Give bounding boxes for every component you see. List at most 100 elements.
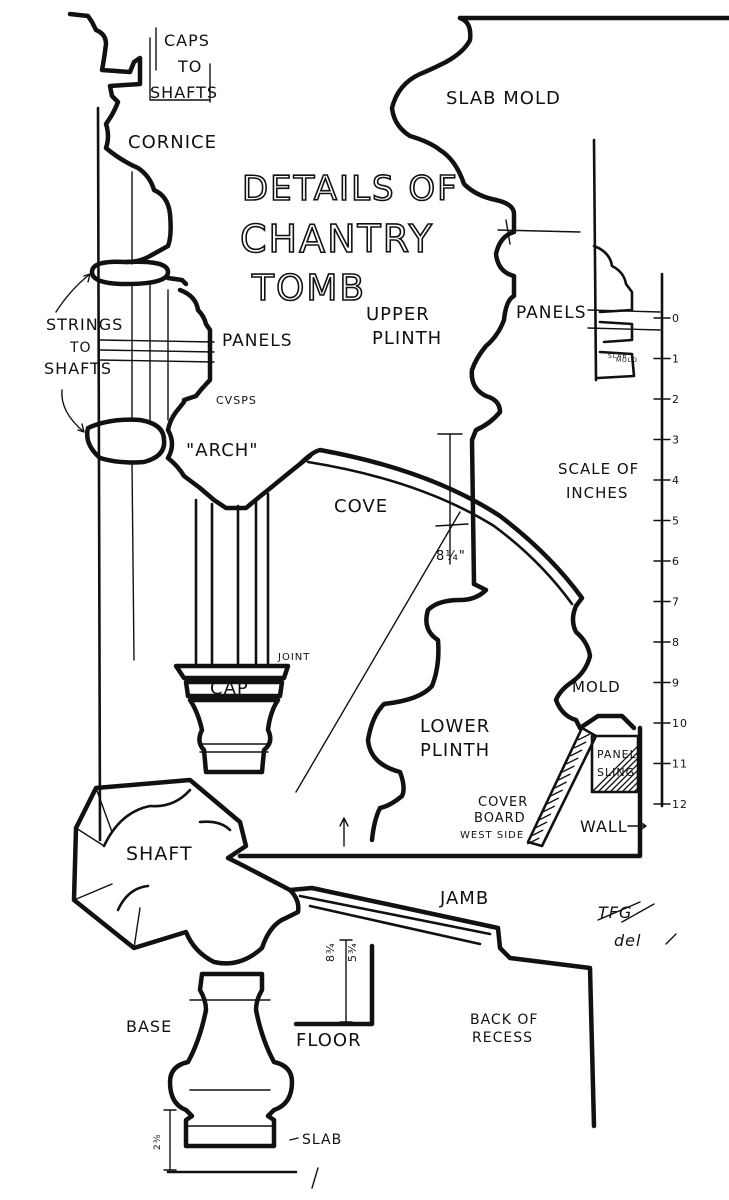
label-board: BOARD — [474, 811, 526, 826]
label-back-of: BACK OF — [470, 1012, 538, 1028]
label-mold-small: MOLD — [616, 357, 638, 364]
label-to: TO — [177, 57, 202, 76]
hatch-line — [615, 769, 639, 793]
label-wall: WALL — [580, 817, 628, 836]
jamb-inner-line — [298, 894, 492, 946]
scale-tick-label: 9 — [672, 677, 680, 690]
cove-vertical-dim — [435, 433, 469, 565]
cornice-profile — [67, 11, 173, 265]
label-panels-right: PANELS — [516, 303, 587, 323]
title-line1: DETAILS OF — [242, 169, 459, 209]
label-joint: JOINT — [277, 652, 310, 663]
hatch-line — [566, 757, 579, 765]
shaft-plan — [71, 777, 597, 1129]
string-dim-lines — [99, 339, 215, 363]
label-arch: "ARCH" — [186, 440, 259, 461]
slab-side-dim — [497, 219, 581, 245]
scale-tick-label: 8 — [672, 636, 680, 649]
hatch-line — [534, 821, 548, 829]
base-dim-line — [163, 1109, 177, 1171]
slab-arrow — [289, 1137, 319, 1189]
hatch-line — [554, 781, 567, 789]
label-cove: COVE — [334, 496, 388, 517]
label-recess: RECESS — [472, 1030, 533, 1046]
scale-tick-label: 5 — [672, 515, 680, 528]
hatch-line — [577, 733, 591, 741]
monogram-flourish — [597, 901, 677, 945]
hatch-line — [627, 781, 639, 793]
label-upper: UPPER — [366, 304, 430, 325]
scale-tick-label: 6 — [672, 555, 680, 568]
label-cornice: CORNICE — [128, 132, 217, 153]
column-shafts — [173, 492, 291, 775]
label-slab-mold: SLAB MOLD — [446, 88, 561, 109]
label-plinth-upper: PLINTH — [372, 328, 442, 349]
wall-line — [237, 725, 643, 859]
hatch-line — [569, 749, 583, 757]
label-cap: CAP — [210, 678, 249, 699]
plinth-arrow — [339, 817, 349, 847]
slab-mold-profile — [389, 15, 517, 587]
hatch-line — [550, 789, 563, 797]
upper-plinth-block — [389, 15, 729, 587]
lower-string-course — [165, 399, 313, 511]
label-lower: LOWER — [420, 716, 490, 737]
small-section-profile — [592, 138, 636, 382]
strings-arrow-lower — [61, 389, 85, 433]
label-inches: INCHES — [566, 484, 628, 502]
caps-dimension — [149, 27, 211, 103]
label-scale-of: SCALE OF — [558, 460, 639, 478]
base-ring — [185, 999, 275, 1127]
scale-tick-label: 2 — [672, 393, 680, 406]
monogram-line1: TFG — [598, 903, 632, 922]
shaft-star-lines — [73, 787, 141, 949]
arch-string — [85, 417, 167, 465]
hatch-line — [546, 797, 560, 805]
cove-arch — [295, 433, 637, 847]
label-caps: CAPS — [164, 31, 210, 50]
lower-plinth-profile — [553, 603, 637, 731]
inner-shaft-line-1 — [131, 171, 135, 661]
cover-board-hatch — [527, 733, 591, 845]
label-dim-8-quarter: 8¼" — [436, 549, 466, 564]
cove-inner-curve — [306, 460, 574, 606]
upper-plinth-lower-edge — [365, 581, 489, 843]
cap-profile — [173, 663, 291, 775]
title-line2: CHANTRY — [240, 217, 434, 261]
scale-tick-label: 0 — [672, 312, 680, 325]
label-strings: STRINGS — [46, 315, 123, 334]
label-cover: COVER — [478, 795, 528, 810]
hatch-line — [542, 805, 556, 813]
hatch-line — [538, 813, 552, 821]
cap-ring — [199, 743, 269, 753]
hatch-line — [530, 829, 544, 837]
label-sling: SLING — [597, 766, 635, 779]
panel-profile — [177, 287, 213, 403]
label-mold: MOLD — [572, 678, 621, 696]
title-line3: TOMB — [251, 268, 366, 309]
wall-arrow — [627, 821, 647, 831]
label-panel: PANEL — [597, 748, 637, 761]
hatch-line — [633, 787, 639, 793]
label-to-2: TO — [69, 340, 92, 356]
label-base: BASE — [126, 1017, 172, 1036]
strings-arrow-upper — [55, 273, 91, 313]
label-shaft: SHAFT — [126, 843, 193, 865]
small-section-lines — [587, 309, 661, 331]
scale-tick-label: 3 — [672, 434, 680, 447]
jamb-profile — [287, 885, 597, 1129]
panel-sling-hatch — [591, 745, 639, 793]
hatch-line — [562, 765, 575, 773]
label-slab-small: SLAB — [608, 353, 628, 360]
labels: DETAILS OF CHANTRY TOMB CAPS TO SHAFTS S… — [44, 31, 640, 1150]
scale-tick-label: 7 — [672, 596, 680, 609]
hatch-line — [558, 773, 571, 781]
scale-tick-label: 11 — [672, 758, 688, 771]
label-shafts: SHAFTS — [150, 83, 218, 102]
diagonal-construction-line — [295, 511, 461, 793]
label-dim-5-3-4: 5¾ — [346, 942, 359, 962]
